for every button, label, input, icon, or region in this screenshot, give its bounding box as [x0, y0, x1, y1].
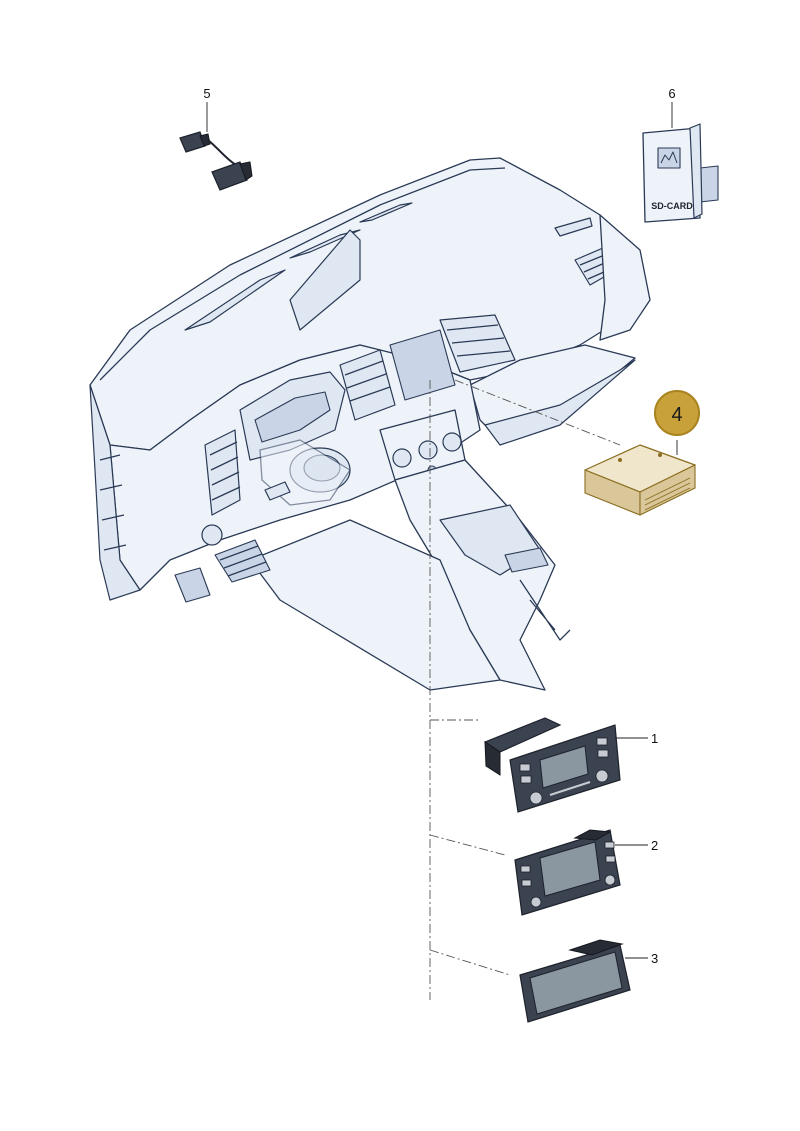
usb-cable-adapter[interactable] — [179, 131, 253, 191]
display-unit-3[interactable] — [519, 939, 631, 1023]
callout-3[interactable]: 3 — [651, 951, 658, 966]
callout-4: 4 — [671, 404, 682, 426]
radio-unit-1[interactable] — [483, 717, 621, 813]
callout-4-badge[interactable]: 4 — [654, 390, 700, 436]
sd-card-manual[interactable]: SD-CARD — [642, 123, 719, 223]
callout-labels: 5 6 1 2 3 4 — [203, 86, 700, 966]
callout-leaders — [206, 102, 678, 959]
dashboard-assembly — [89, 157, 651, 691]
callout-2[interactable]: 2 — [651, 838, 658, 853]
connection-lines — [429, 379, 621, 1000]
callout-5[interactable]: 5 — [203, 86, 210, 101]
control-unit-box[interactable] — [584, 444, 696, 516]
sd-card-label: SD-CARD — [651, 201, 693, 211]
callout-1[interactable]: 1 — [651, 731, 658, 746]
radio-unit-2[interactable] — [514, 829, 621, 916]
callout-6[interactable]: 6 — [668, 86, 675, 101]
